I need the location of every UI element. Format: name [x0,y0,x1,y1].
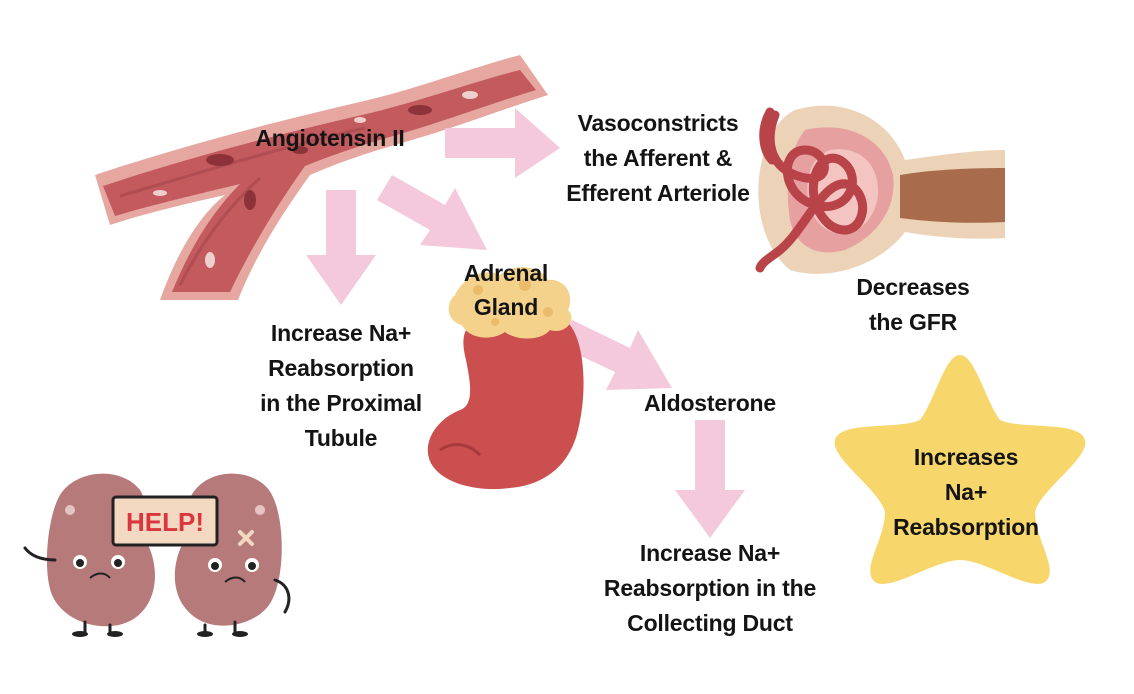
proximal-tubule-label: Increase Na+ Reabsorption in the Proxima… [238,316,444,456]
adrenal-gland-label: Adrenal Gland [446,256,566,324]
collecting-duct-label: Increase Na+ Reabsorption in the Collect… [584,536,836,641]
arrow-to-proximal [306,190,376,305]
arrow-to-collecting-duct [675,420,745,538]
decreases-gfr-label: Decreases the GFR [835,270,991,340]
aldosterone-label: Aldosterone [624,386,796,421]
angiotensin-ii-label: Angiotensin II [242,121,418,156]
glomerulus-illustration [758,106,1005,274]
arrow-to-adrenal [377,175,487,250]
star-label: Increases Na+ Reabsorption [876,440,1056,545]
cartoon-kidneys-illustration: HELP! [25,474,289,637]
help-sign-text: HELP! [126,507,204,537]
vasoconstricts-label: Vasoconstricts the Afferent & Efferent A… [545,106,771,211]
